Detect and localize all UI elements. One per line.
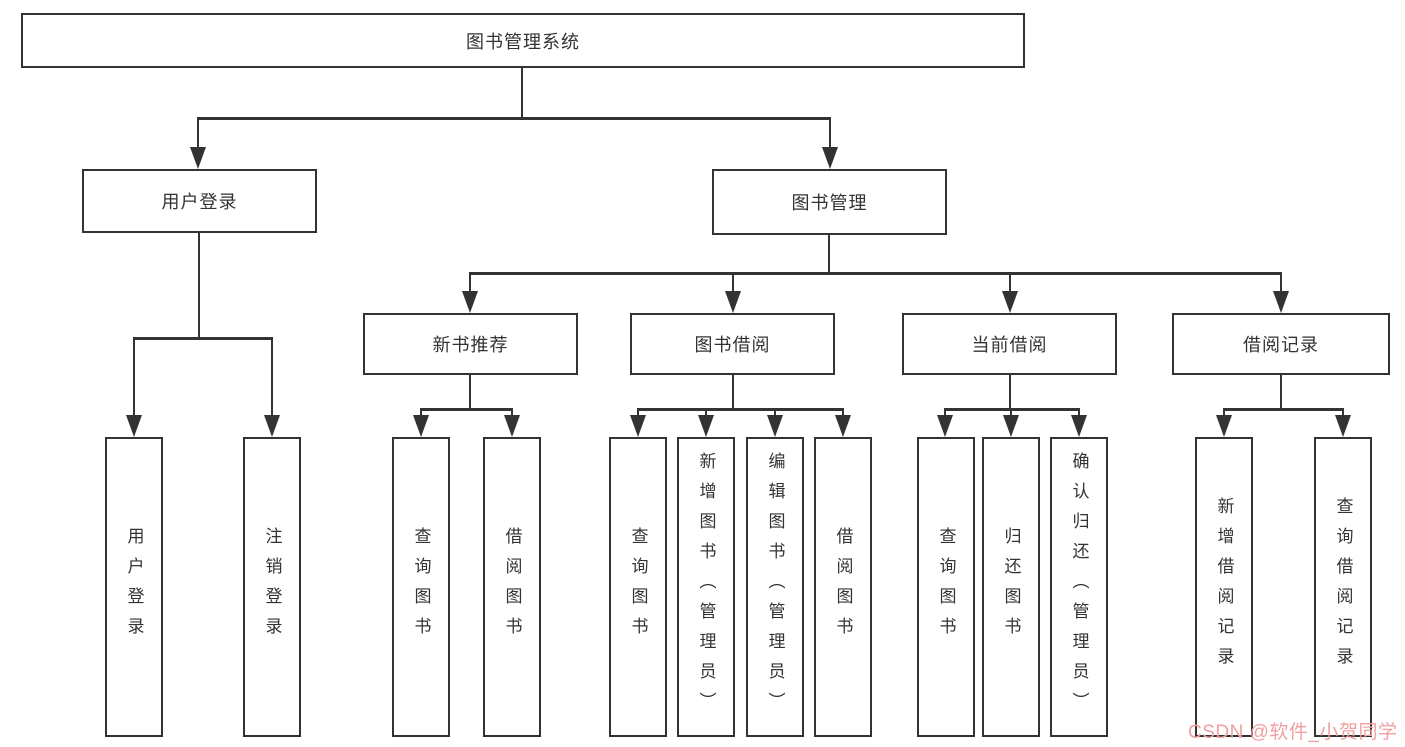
- arrow-down-icon: [1002, 291, 1018, 313]
- connector-vline: [468, 272, 472, 296]
- arrow-down-icon: [1216, 415, 1232, 437]
- leaf-records-query-record: 查询借阅记录: [1314, 437, 1372, 737]
- csdn-watermark: CSDN @软件_小贺同学: [1188, 722, 1398, 743]
- connector-vline: [1077, 408, 1081, 421]
- connector-hline: [637, 408, 844, 411]
- node-current-borrowing: 当前借阅: [902, 313, 1117, 375]
- connector-vline: [270, 337, 274, 420]
- arrow-down-icon: [190, 147, 206, 169]
- node-new-book-recommendation: 新书推荐: [363, 313, 578, 375]
- leaf-borrow-add-books-admin: 新增图书（管理员）: [677, 437, 735, 737]
- arrow-down-icon: [504, 415, 520, 437]
- connector-vline: [468, 373, 472, 411]
- node-book-borrowing: 图书借阅: [630, 313, 835, 375]
- connector-vline: [196, 117, 200, 152]
- arrow-down-icon: [630, 415, 646, 437]
- node-borrowing-records: 借阅记录: [1172, 313, 1390, 375]
- arrow-down-icon: [462, 291, 478, 313]
- connector-vline: [197, 231, 201, 340]
- connector-vline: [1279, 373, 1283, 411]
- connector-vline: [1008, 373, 1012, 411]
- arrow-down-icon: [1273, 291, 1289, 313]
- arrow-down-icon: [1071, 415, 1087, 437]
- leaf-borrow-query-books: 查询图书: [609, 437, 667, 737]
- arrow-down-icon: [822, 147, 838, 169]
- connector-vline: [704, 408, 708, 421]
- connector-hline: [197, 117, 831, 120]
- connector-vline: [828, 117, 832, 152]
- leaf-user-login: 用户登录: [105, 437, 163, 737]
- arrow-down-icon: [1335, 415, 1351, 437]
- connector-hline: [944, 408, 1080, 411]
- leaf-current-return-books: 归还图书: [982, 437, 1040, 737]
- arrow-down-icon: [126, 415, 142, 437]
- leaf-newbook-borrow-books: 借阅图书: [483, 437, 541, 737]
- leaf-borrow-borrow-books: 借阅图书: [814, 437, 872, 737]
- leaf-logout: 注销登录: [243, 437, 301, 737]
- connector-vline: [827, 233, 831, 275]
- connector-vline: [841, 408, 845, 421]
- arrow-down-icon: [725, 291, 741, 313]
- connector-vline: [1341, 408, 1345, 421]
- connector-hline: [469, 272, 1282, 275]
- connector-vline: [1279, 272, 1283, 296]
- connector-vline: [731, 373, 735, 411]
- arrow-down-icon: [767, 415, 783, 437]
- leaf-borrow-edit-books-admin: 编辑图书（管理员）: [746, 437, 804, 737]
- arrow-down-icon: [698, 415, 714, 437]
- arrow-down-icon: [264, 415, 280, 437]
- connector-vline: [773, 408, 777, 421]
- connector-vline: [520, 66, 524, 119]
- connector-hline: [420, 408, 513, 411]
- arrow-down-icon: [413, 415, 429, 437]
- arrow-down-icon: [937, 415, 953, 437]
- connector-vline: [419, 408, 423, 421]
- leaf-current-query-books: 查询图书: [917, 437, 975, 737]
- connector-vline: [943, 408, 947, 421]
- connector-vline: [132, 337, 136, 420]
- arrow-down-icon: [1003, 415, 1019, 437]
- node-book-management-system: 图书管理系统: [21, 13, 1025, 68]
- node-user-login: 用户登录: [82, 169, 317, 233]
- node-book-management: 图书管理: [712, 169, 947, 235]
- connector-vline: [1222, 408, 1226, 421]
- leaf-records-add-record: 新增借阅记录: [1195, 437, 1253, 737]
- connector-vline: [636, 408, 640, 421]
- connector-hline: [1223, 408, 1344, 411]
- leaf-current-confirm-return-admin: 确认归还（管理员）: [1050, 437, 1108, 737]
- connector-vline: [731, 272, 735, 296]
- arrow-down-icon: [835, 415, 851, 437]
- connector-hline: [133, 337, 273, 340]
- connector-vline: [510, 408, 514, 421]
- connector-vline: [1008, 272, 1012, 296]
- leaf-newbook-query-books: 查询图书: [392, 437, 450, 737]
- connector-vline: [1009, 408, 1013, 421]
